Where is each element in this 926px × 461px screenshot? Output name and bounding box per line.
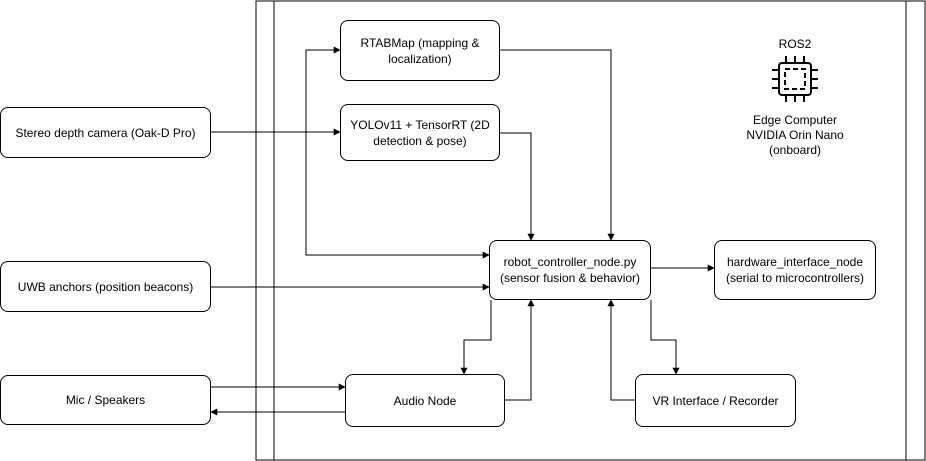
- node-stereo-camera-label: Stereo depth camera (Oak-D Pro): [15, 125, 196, 140]
- node-robot-controller[interactable]: robot_controller_node.py (sensor fusion …: [489, 240, 651, 300]
- node-audio[interactable]: Audio Node: [345, 374, 505, 427]
- edge-rtabmap-to-controller: [500, 49, 615, 241]
- node-hardware-interface[interactable]: hardware_interface_node (serial to micro…: [714, 240, 876, 300]
- edge-controller-to-vr: [650, 300, 680, 375]
- node-yolo[interactable]: YOLOv11 + TensorRT (2D detection & pose): [340, 104, 500, 161]
- edge-audio-to-controller: [505, 299, 535, 401]
- node-robot-controller-label: robot_controller_node.py (sensor fusion …: [499, 255, 641, 285]
- edge-controller-to-audio: [460, 300, 492, 375]
- node-rtabmap-label: RTABMap (mapping & localization): [360, 35, 480, 66]
- node-mic-speakers[interactable]: Mic / Speakers: [0, 375, 211, 425]
- node-stereo-camera[interactable]: Stereo depth camera (Oak-D Pro): [0, 107, 211, 158]
- node-yolo-label: YOLOv11 + TensorRT (2D detection & pose): [350, 117, 490, 148]
- ros2-title: ROS2: [778, 37, 812, 51]
- node-uwb-anchors-label: UWB anchors (position beacons): [17, 279, 194, 294]
- edge-yolo-to-controller: [500, 132, 535, 241]
- edge-computer-label: Edge Computer NVIDIA Orin Nano (onboard): [746, 113, 844, 157]
- node-rtabmap[interactable]: RTABMap (mapping & localization): [340, 20, 500, 81]
- node-vr-interface[interactable]: VR Interface / Recorder: [635, 374, 796, 427]
- node-audio-label: Audio Node: [393, 393, 457, 408]
- node-mic-speakers-label: Mic / Speakers: [65, 393, 146, 407]
- node-vr-interface-label: VR Interface / Recorder: [652, 393, 779, 408]
- edge-vr-to-controller: [607, 299, 635, 401]
- node-hardware-interface-label: hardware_interface_node (serial to micro…: [725, 255, 865, 285]
- edge-rtabmap-controller-bidirectional: [305, 46, 490, 259]
- node-uwb-anchors[interactable]: UWB anchors (position beacons): [0, 261, 211, 312]
